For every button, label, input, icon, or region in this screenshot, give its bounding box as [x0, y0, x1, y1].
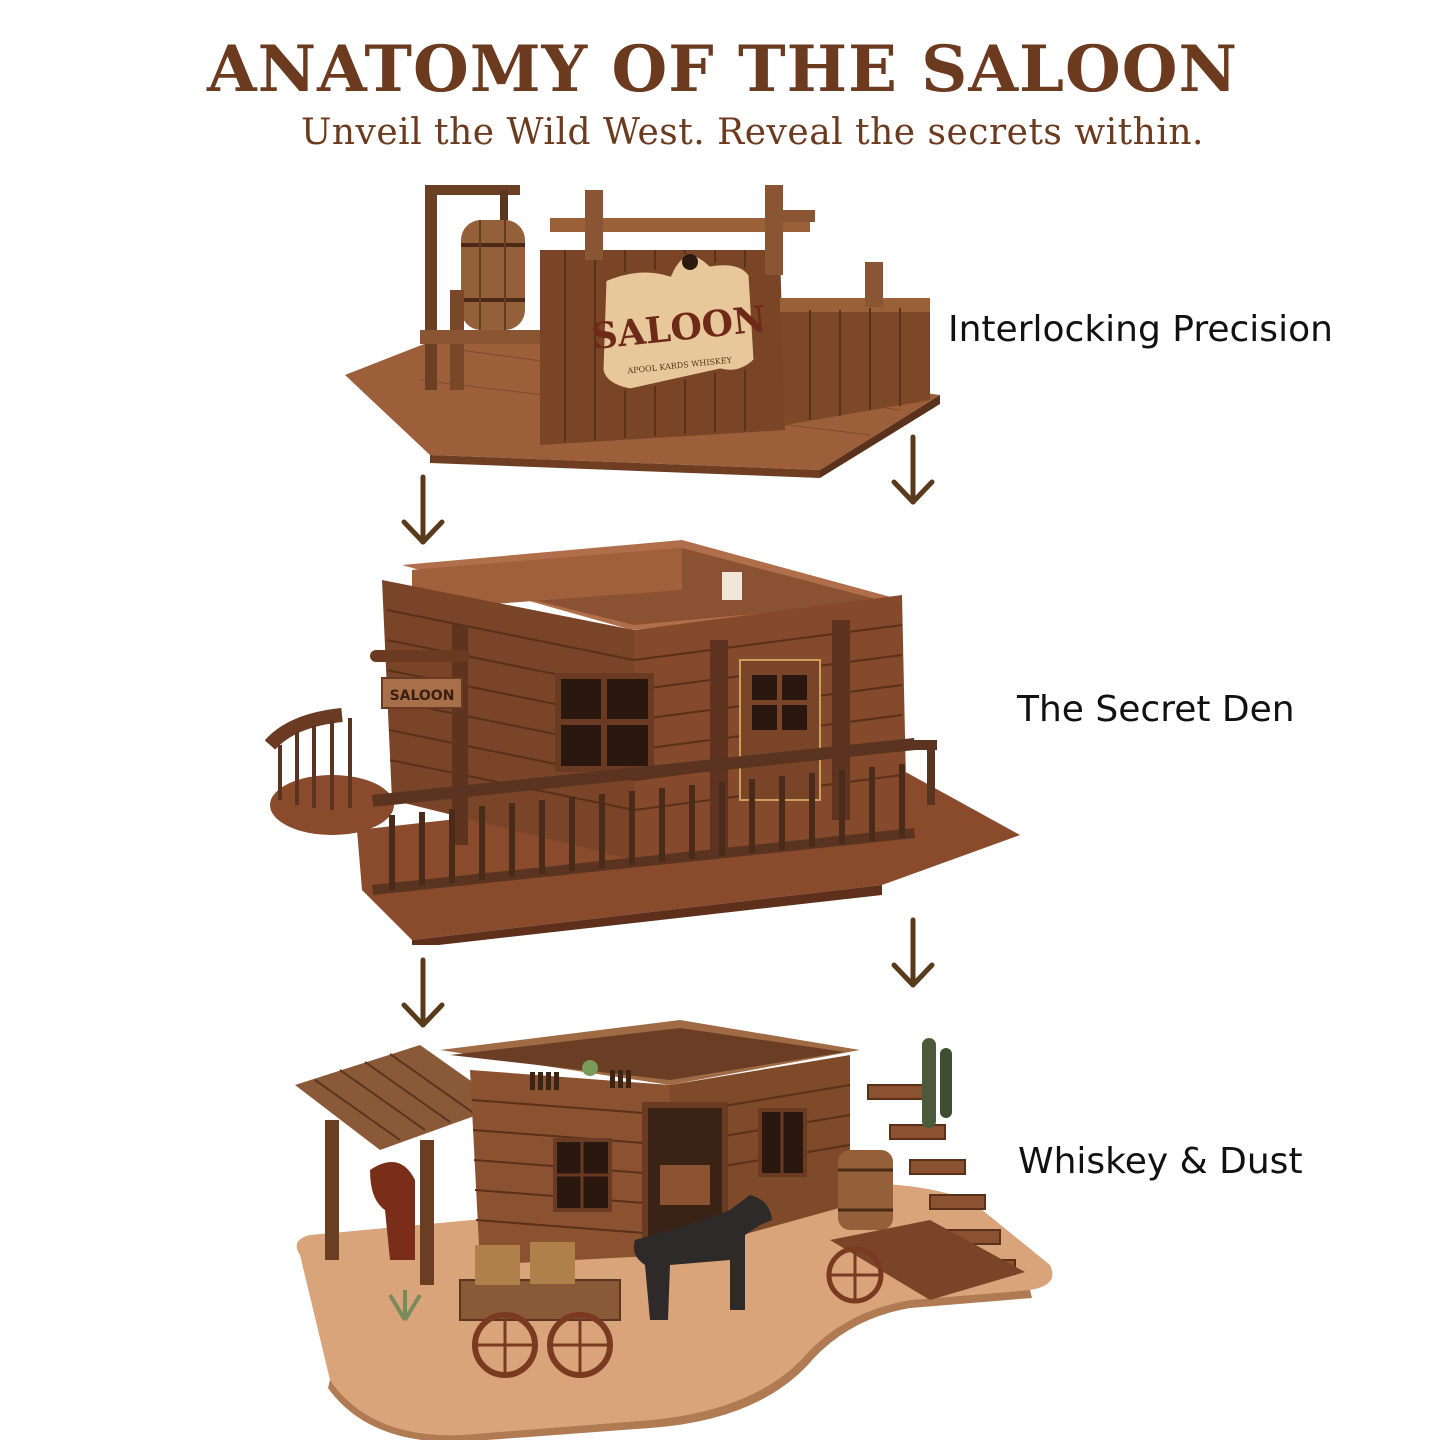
stage-3-ground-image [290, 1010, 1060, 1440]
den-sign-text: SALOON [390, 688, 455, 704]
page-subtitle: Unveil the Wild West. Reveal the secrets… [301, 112, 1204, 153]
arrow-down-icon [888, 915, 938, 988]
stage-1-label: Interlocking Precision [948, 309, 1333, 350]
stage-2-den-image: SALOON [262, 530, 1022, 945]
arrow-down-icon [398, 955, 448, 1028]
arrow-down-icon [888, 432, 938, 505]
page-title: ANATOMY OF THE SALOON [207, 32, 1238, 107]
stage-1-facade-image: SALOON APOOL KARDS WHISKEY [340, 180, 950, 480]
stage-3-label: Whiskey & Dust [1018, 1141, 1303, 1182]
arrow-down-icon [398, 472, 448, 545]
stage-2-label: The Secret Den [1017, 689, 1295, 730]
